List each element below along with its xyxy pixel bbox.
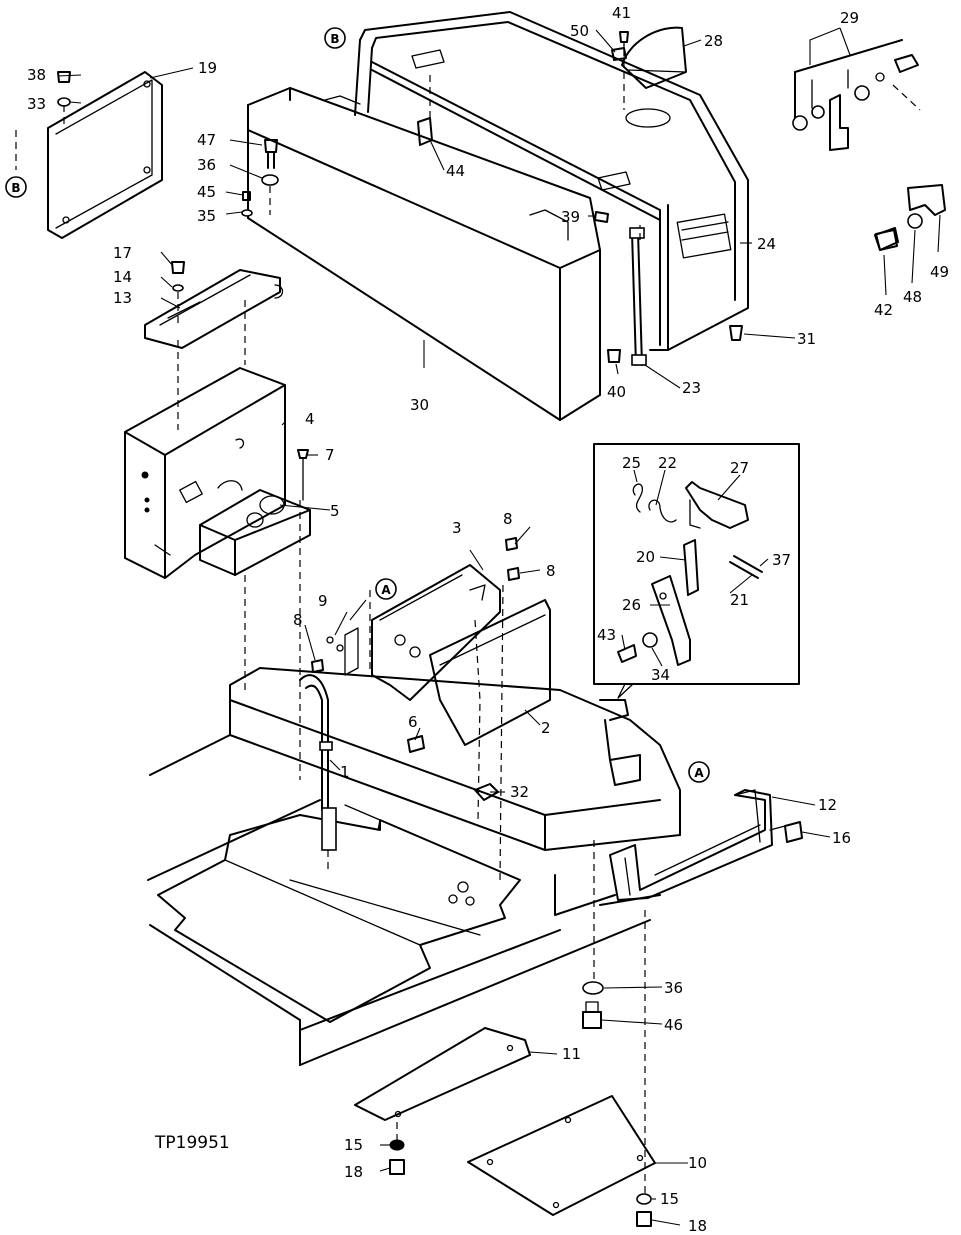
callout-34: 34	[651, 666, 670, 684]
hardware-29	[792, 39, 919, 151]
callout-8-left: 8	[293, 611, 303, 629]
callout-42: 42	[874, 301, 893, 319]
ref-marker-b-left: B	[5, 176, 27, 198]
footrest-12	[609, 789, 773, 901]
callout-16: 16	[832, 829, 851, 847]
bracket-13	[144, 269, 284, 349]
callout-31: 31	[797, 330, 816, 348]
cover-2	[429, 599, 551, 746]
detail-inset	[593, 443, 800, 699]
callout-17: 17	[113, 244, 132, 262]
console-5	[199, 480, 311, 576]
ref-marker-a-right: A	[688, 761, 710, 783]
callout-38: 38	[27, 66, 46, 84]
callout-23: 23	[682, 379, 701, 397]
callout-39: 39	[561, 208, 580, 226]
ref-marker-a-top: A	[375, 578, 397, 600]
callout-32: 32	[510, 783, 529, 801]
callout-19: 19	[198, 59, 217, 77]
callout-10: 10	[688, 1154, 707, 1172]
callout-49: 49	[930, 263, 949, 281]
callout-numbers: 1 2 3 4 5 6 7 8 8 8 9 10 11 12 13 14 15 …	[27, 4, 949, 1235]
callout-45: 45	[197, 183, 216, 201]
gas-strut	[629, 227, 647, 366]
callout-6: 6	[408, 713, 418, 731]
callout-4: 4	[305, 410, 315, 428]
callout-15-left: 15	[344, 1136, 363, 1154]
callout-41: 41	[612, 4, 631, 22]
control-box-4	[124, 367, 286, 579]
callout-18-left: 18	[344, 1163, 363, 1181]
callout-11: 11	[562, 1045, 581, 1063]
latch-assembly	[599, 699, 641, 786]
callout-40: 40	[607, 383, 626, 401]
callout-29: 29	[840, 9, 859, 27]
rear-guard-frame	[354, 11, 749, 351]
callout-13: 13	[113, 289, 132, 307]
callout-3: 3	[452, 519, 462, 537]
fasteners	[57, 31, 898, 1227]
callout-36-lower: 36	[664, 979, 683, 997]
lever-1	[299, 674, 381, 851]
callout-1: 1	[340, 763, 350, 781]
floor-plate	[157, 814, 521, 1023]
callout-30: 30	[410, 396, 429, 414]
callout-22: 22	[658, 454, 677, 472]
callout-36-upper: 36	[197, 156, 216, 174]
callout-20: 20	[636, 548, 655, 566]
callout-25: 25	[622, 454, 641, 472]
callout-8-upper: 8	[503, 510, 513, 528]
callout-50: 50	[570, 22, 589, 40]
panel-3	[371, 564, 501, 701]
callout-12: 12	[818, 796, 837, 814]
callout-27: 27	[730, 459, 749, 477]
ref-marker-a-right-letter: A	[694, 766, 704, 780]
callout-8-right: 8	[546, 562, 556, 580]
ref-marker-a-top-letter: A	[381, 583, 391, 597]
callout-7: 7	[325, 446, 335, 464]
leader-lines	[57, 27, 941, 1226]
ref-marker-b-top: B	[324, 27, 346, 49]
callout-47: 47	[197, 131, 216, 149]
callout-21: 21	[730, 591, 749, 609]
callout-5: 5	[330, 502, 340, 520]
drawing-code: TP19951	[154, 1133, 230, 1153]
callout-24: 24	[757, 235, 776, 253]
callout-9: 9	[318, 592, 328, 610]
side-cover-19	[47, 71, 163, 239]
ref-marker-b-top-letter: B	[330, 32, 339, 46]
callout-48: 48	[903, 288, 922, 306]
callout-35: 35	[197, 207, 216, 225]
callout-33: 33	[27, 95, 46, 113]
cushion-28	[621, 26, 687, 89]
callout-26: 26	[622, 596, 641, 614]
bracket-49	[874, 184, 946, 251]
callout-14: 14	[113, 268, 132, 286]
engine-hood	[247, 87, 601, 421]
ref-marker-b-left-letter: B	[11, 181, 20, 195]
plate-10	[467, 1095, 656, 1216]
callout-28: 28	[704, 32, 723, 50]
callout-2: 2	[541, 719, 551, 737]
assembly-lines	[15, 60, 921, 1195]
callout-15-right: 15	[660, 1190, 679, 1208]
callout-46: 46	[664, 1016, 683, 1034]
callout-18-right: 18	[688, 1217, 707, 1235]
bracket-9	[326, 627, 359, 676]
callout-37: 37	[772, 551, 791, 569]
callout-43: 43	[597, 626, 616, 644]
callout-44: 44	[446, 162, 465, 180]
base-frame	[147, 667, 681, 1066]
plate-11	[354, 1027, 531, 1121]
